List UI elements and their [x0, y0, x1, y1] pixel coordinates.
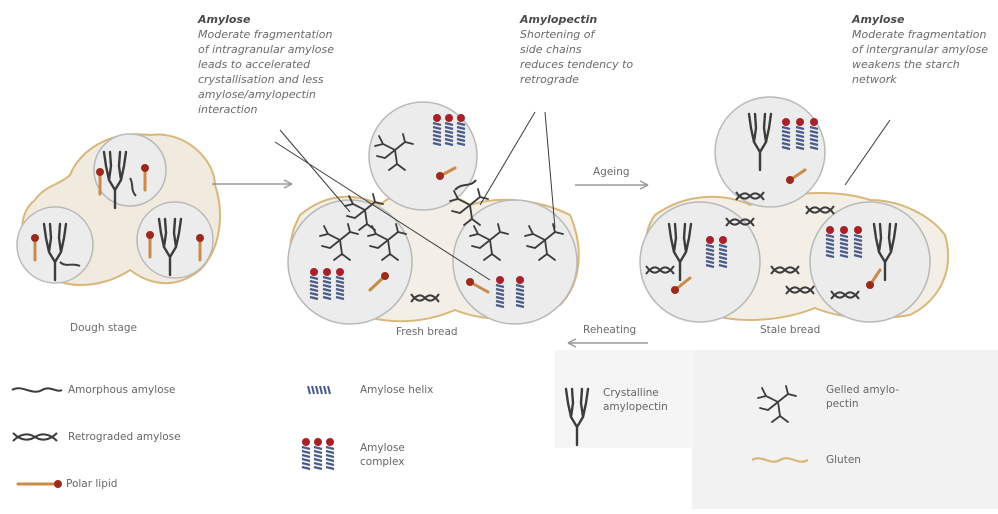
- retrograded-amylose-legend-icon: [13, 433, 57, 441]
- annotation-right: Amylose Moderate fragmentation of interg…: [852, 12, 988, 87]
- reheating-label: Reheating: [583, 324, 636, 336]
- pointer-line-right: [845, 120, 890, 185]
- stage-label-fresh: Fresh bread: [396, 326, 458, 338]
- amorphous-amylose-icon: [12, 388, 62, 391]
- annotation-left-line-6: interaction: [198, 102, 334, 117]
- legend-gelled-amylopectin: Gelled amylo- pectin: [826, 383, 899, 411]
- annotation-left-line-1: Moderate fragmentation: [198, 27, 334, 42]
- dough-granule-top: [94, 134, 166, 206]
- annotation-middle-line-4: retrograde: [520, 72, 633, 87]
- legend-gluten: Gluten: [826, 453, 861, 467]
- annotation-left-line-3: leads to accelerated: [198, 57, 334, 72]
- annotation-left-line-5: amylose/amylopectin: [198, 87, 334, 102]
- amylose-helix-legend-icon: [308, 386, 330, 394]
- legend-amylose-complex-line1: Amylose: [360, 441, 405, 455]
- annotation-right-line-3: weakens the starch: [852, 57, 988, 72]
- legend-gelled-line1: Gelled amylo-: [826, 383, 899, 397]
- annotation-right-line-2: of intergranular amylose: [852, 42, 988, 57]
- annotation-right-title: Amylose: [852, 12, 988, 27]
- pointer-line-middle-a: [480, 112, 535, 205]
- stage-label-dough: Dough stage: [70, 322, 137, 334]
- fresh-bread-cluster: [288, 102, 579, 324]
- stale-bread-cluster: [640, 97, 948, 322]
- polar-lipid-legend-icon: [18, 480, 62, 488]
- stage-label-stale: Stale bread: [760, 324, 820, 336]
- legend-retrograded-amylose: Retrograded amylose: [68, 430, 181, 444]
- legend-amylose-complex: Amylose complex: [360, 441, 405, 469]
- legend-panel-bg: [692, 350, 998, 509]
- legend-crystalline-amylopectin: Crystalline amylopectin: [603, 386, 668, 414]
- legend-polar-lipid: Polar lipid: [66, 477, 117, 491]
- legend-amylose-helix: Amylose helix: [360, 383, 433, 397]
- ageing-label: Ageing: [593, 166, 630, 178]
- annotation-left: Amylose Moderate fragmentation of intrag…: [198, 12, 334, 117]
- annotation-left-line-4: crystallisation and less: [198, 72, 334, 87]
- legend-gelled-line2: pectin: [826, 397, 899, 411]
- legend-amylose-complex-line2: complex: [360, 455, 405, 469]
- legend-crystalline-line2: amylopectin: [603, 400, 668, 414]
- fresh-granule-left: [288, 200, 412, 324]
- annotation-left-title: Amylose: [198, 12, 334, 27]
- annotation-middle: Amylopectin Shortening of side chains re…: [520, 12, 633, 87]
- pointer-line-left-a: [280, 130, 350, 212]
- annotation-left-line-2: of intragranular amylose: [198, 42, 334, 57]
- annotation-middle-line-1: Shortening of: [520, 27, 633, 42]
- annotation-right-line-4: network: [852, 72, 988, 87]
- annotation-middle-line-3: reduces tendency to: [520, 57, 633, 72]
- dough-stage-cluster: [17, 134, 220, 285]
- amylose-complex-legend-icon: [302, 438, 334, 469]
- stale-granule-right: [810, 202, 930, 322]
- annotation-middle-title: Amylopectin: [520, 12, 633, 27]
- legend-amorphous-amylose: Amorphous amylose: [68, 383, 176, 397]
- annotation-middle-line-2: side chains: [520, 42, 633, 57]
- annotation-right-line-1: Moderate fragmentation: [852, 27, 988, 42]
- legend-crystalline-line1: Crystalline: [603, 386, 668, 400]
